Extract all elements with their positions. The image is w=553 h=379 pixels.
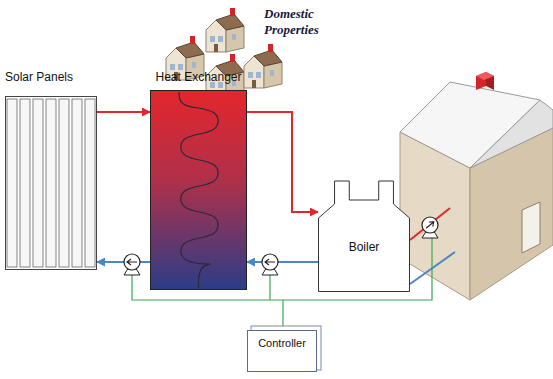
node-text: Boiler [318, 178, 410, 254]
pump [422, 217, 438, 238]
pipe [247, 112, 318, 212]
caption-label: Domestic Properties [264, 6, 346, 38]
node-text: Controller [248, 331, 316, 349]
node-text: Solar Panels [5, 68, 97, 84]
boiler: Boiler [318, 178, 410, 292]
boiler-shape [318, 178, 410, 292]
pump [262, 254, 278, 275]
pipe [97, 111, 150, 113]
solar-panels: Solar Panels [5, 68, 97, 270]
node-text: Heat Exchanger [150, 68, 247, 84]
house-illustration [400, 72, 553, 300]
heat-exchanger: Heat Exchanger [150, 68, 247, 290]
small-house [244, 44, 282, 88]
small-houses [166, 8, 282, 98]
solar-shape [5, 96, 97, 270]
pipe [247, 261, 318, 263]
pump [124, 254, 140, 275]
controller-box: Controller [247, 330, 317, 372]
hx-shape [150, 90, 247, 290]
small-house [206, 8, 244, 52]
